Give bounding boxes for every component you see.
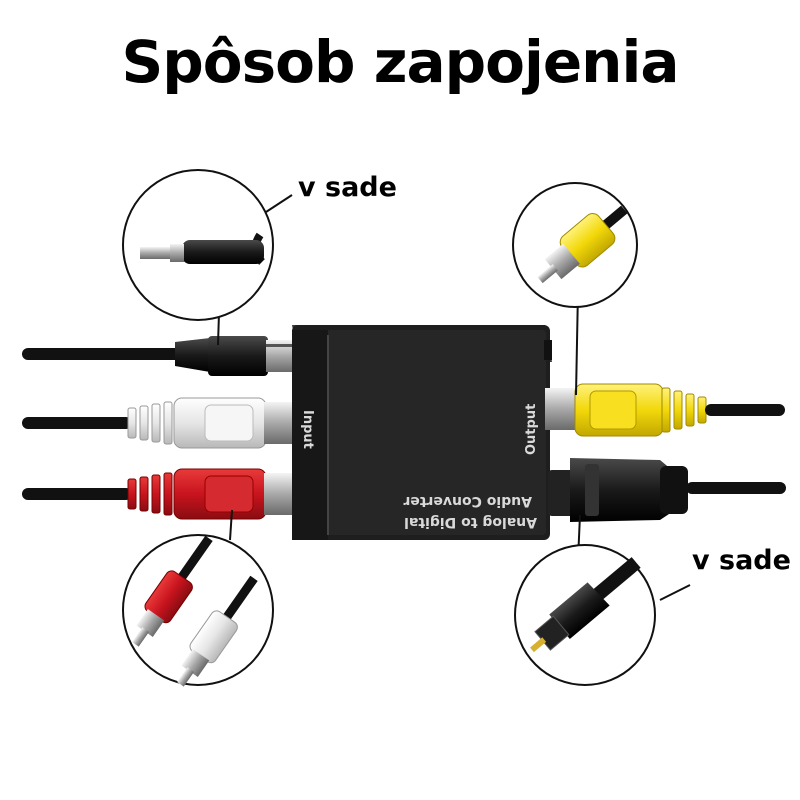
detail-circle-optical-plug — [514, 544, 656, 686]
page-title: Spôsob zapojenia — [121, 28, 679, 96]
device-output-label: Output — [524, 404, 539, 455]
yellow-rca-cable — [545, 383, 785, 437]
included-label-power: v sade — [298, 172, 397, 203]
power-cable — [22, 336, 294, 376]
red-rca-cable — [22, 468, 294, 520]
device-name-line1: Analog to Digital — [404, 514, 537, 530]
white-rca-cable — [22, 397, 294, 449]
optical-cable — [548, 458, 786, 522]
detail-circle-red-white-rca — [122, 534, 274, 687]
device-input-label: Input — [300, 410, 315, 449]
detail-circle-dc-plug — [122, 169, 274, 321]
device-name-line2: Audio Converter — [403, 493, 532, 509]
included-label-optical: v sade — [692, 545, 791, 576]
detail-circle-yellow-rca — [512, 182, 638, 308]
converter-device: Input Output Analog to Digital Audio Con… — [292, 325, 552, 540]
